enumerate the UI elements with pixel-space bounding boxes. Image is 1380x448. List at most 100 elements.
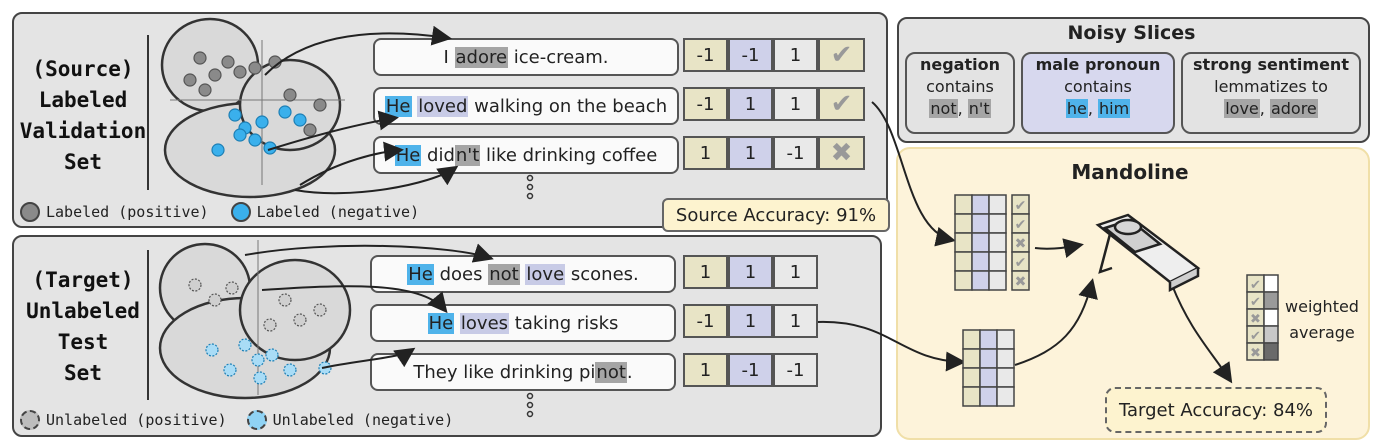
slice-sep: , [1087, 99, 1098, 118]
sentence-token: not [595, 361, 627, 383]
weight-cell [1263, 308, 1279, 327]
weight-cell [1263, 274, 1279, 293]
positive-point [198, 83, 212, 97]
slice-sep: , [1259, 99, 1270, 118]
source-slice-cell: 1 [773, 38, 818, 72]
legend-negative-label: Unlabeled (negative) [272, 411, 454, 429]
legend-positive-label: Unlabeled (positive) [46, 411, 227, 429]
sentence-token: I [443, 46, 455, 68]
sentence-token: does [433, 263, 489, 285]
sentence-token: adore [454, 46, 509, 68]
check-icon: ✔ [818, 38, 865, 72]
cross-icon: ✖ [1250, 346, 1261, 361]
grid-cell [979, 329, 998, 350]
sentence-token: not [488, 263, 520, 285]
check-icon: ✔ [1250, 329, 1261, 344]
negative-point [251, 353, 265, 367]
weighted-column: ✔ ✔ ✖ ✔ ✖ [1246, 274, 1279, 361]
check-icon: ✔ [1015, 198, 1027, 214]
target-slice-cell: 1 [683, 255, 728, 289]
positive-point [188, 278, 202, 292]
grid-cell [954, 232, 973, 253]
sentence-token: loved [417, 95, 469, 117]
arrow [1171, 284, 1233, 384]
cross-icon: ✖ [1015, 236, 1027, 252]
grid-cell [962, 386, 981, 407]
negative-dot-icon [230, 202, 251, 222]
target-dots [188, 278, 332, 385]
target-legend: Unlabeled (positive) Unlabeled (negative… [20, 410, 453, 430]
arrow [267, 110, 399, 151]
arrow [244, 243, 494, 263]
negative-point [233, 128, 247, 142]
grid-cell [971, 194, 990, 215]
cross-icon: ✖ [1015, 274, 1027, 290]
negative-point [255, 115, 269, 129]
weight-cell [1263, 291, 1279, 310]
source-slice-cell: 1 [728, 87, 773, 121]
arrow [294, 165, 459, 195]
slice-strong-sentiment: strong sentiment lemmatizes to love, ado… [1181, 52, 1361, 134]
positive-point [293, 313, 307, 327]
negative-point [265, 348, 279, 362]
target-feature-grid [962, 329, 1015, 407]
grid-cell [962, 367, 981, 388]
weight-cell [1263, 342, 1279, 361]
source-title-line: (Source) [32, 57, 134, 81]
check-icon: ✔ [818, 87, 865, 121]
target-title-line: Test [57, 330, 109, 354]
arrow [1014, 278, 1098, 366]
noisy-slices-title: Noisy Slices [1067, 22, 1196, 44]
source-slice-cell: 1 [683, 136, 728, 170]
grid-cell [971, 232, 990, 253]
target-title-line: (Target) [32, 268, 134, 292]
cross-icon: ✖ [1250, 312, 1261, 327]
source-accuracy: Source Accuracy: 91% [662, 198, 890, 232]
grid-cell [988, 232, 1007, 253]
source-slice-cell: -1 [683, 38, 728, 72]
source-title-line: Labeled [38, 88, 128, 112]
positive-point [225, 281, 239, 295]
source-more-dots [526, 174, 534, 200]
check-icon: ✔ [1015, 217, 1027, 233]
check-icon: ✔ [1250, 278, 1261, 293]
grid-cell [954, 194, 973, 215]
negative-point [283, 363, 297, 377]
target-slice-cell: 1 [683, 353, 728, 387]
weighted-line: weighted [1285, 297, 1359, 316]
unlabeled-positive-dot-icon [20, 410, 40, 430]
check-icon: ✔ [1015, 255, 1027, 271]
slice-word: adore [1269, 99, 1318, 118]
target-slice-cell: -1 [773, 353, 818, 387]
target-slice-cell: -1 [683, 304, 728, 338]
target-scatter [158, 240, 352, 400]
sentence-token: n't [454, 144, 481, 166]
negative-point [223, 363, 237, 377]
source-legend: Labeled (positive) Labeled (negative) [20, 202, 419, 222]
slice-word: he [1065, 99, 1088, 118]
source-slice-cell: -1 [683, 87, 728, 121]
grid-cell [996, 367, 1015, 388]
sentence-token: He [407, 263, 434, 285]
positive-point [233, 65, 247, 79]
arrow [264, 25, 452, 76]
grid-cell [988, 194, 1007, 215]
slice-word: n't [967, 99, 991, 118]
positive-point [193, 51, 207, 65]
positive-point [283, 88, 297, 102]
sentence-token: . [626, 361, 633, 383]
sentence-token: loves [459, 312, 510, 334]
target-slice-cell: 1 [728, 304, 773, 338]
check-icon: ✔ [1250, 295, 1261, 310]
arrow [321, 347, 416, 369]
slice-rule: lemmatizes to [1214, 77, 1328, 96]
positive-point [303, 123, 317, 137]
grid-cell [971, 270, 990, 291]
slice-words: not, n't [907, 98, 1013, 120]
positive-point [278, 293, 292, 307]
negative-point [205, 343, 219, 357]
slice-words: he, him [1023, 98, 1173, 120]
slice-rule: contains [1064, 77, 1132, 96]
